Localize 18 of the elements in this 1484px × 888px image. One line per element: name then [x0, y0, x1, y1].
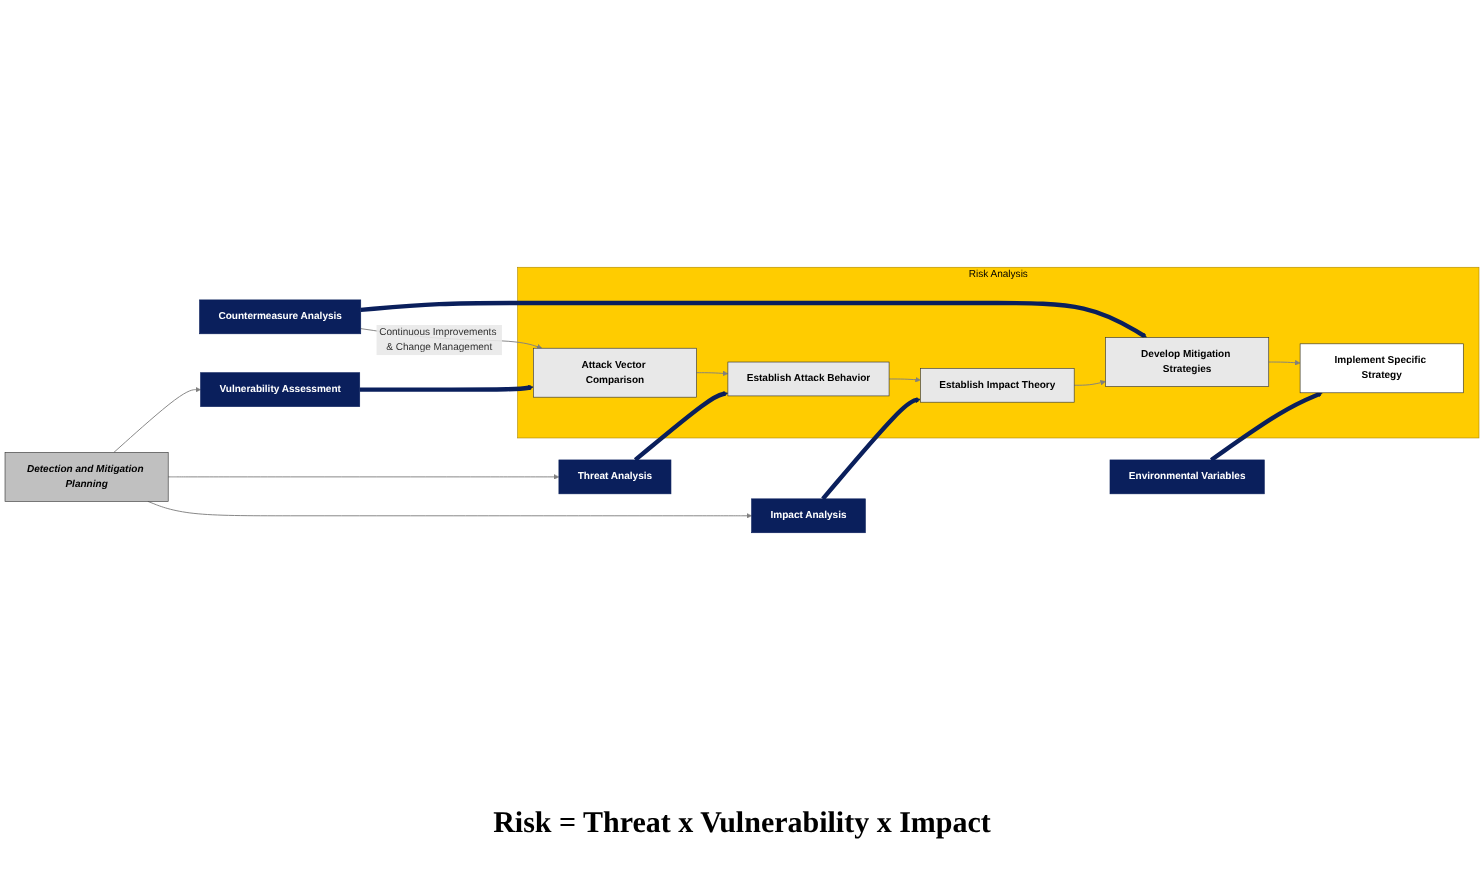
- arrow: [821, 397, 921, 501]
- node-box: [1105, 337, 1270, 387]
- node-box: [4, 452, 169, 502]
- arrow: [359, 385, 534, 392]
- node-box: [533, 347, 697, 398]
- arrow: [633, 391, 729, 462]
- cluster: [517, 266, 1480, 439]
- node-box: [920, 368, 1075, 403]
- node-box: [558, 459, 672, 495]
- node-box: [1109, 459, 1265, 495]
- node-box: [199, 299, 362, 335]
- arrow: [1209, 391, 1323, 462]
- formula-note: Risk = Threat x Vulnerability x Impact: [491, 808, 993, 842]
- node-box: [727, 361, 890, 397]
- node-box: [1299, 343, 1464, 394]
- node-box: [200, 372, 361, 407]
- arrow: [360, 300, 1148, 339]
- node-box: [751, 498, 866, 534]
